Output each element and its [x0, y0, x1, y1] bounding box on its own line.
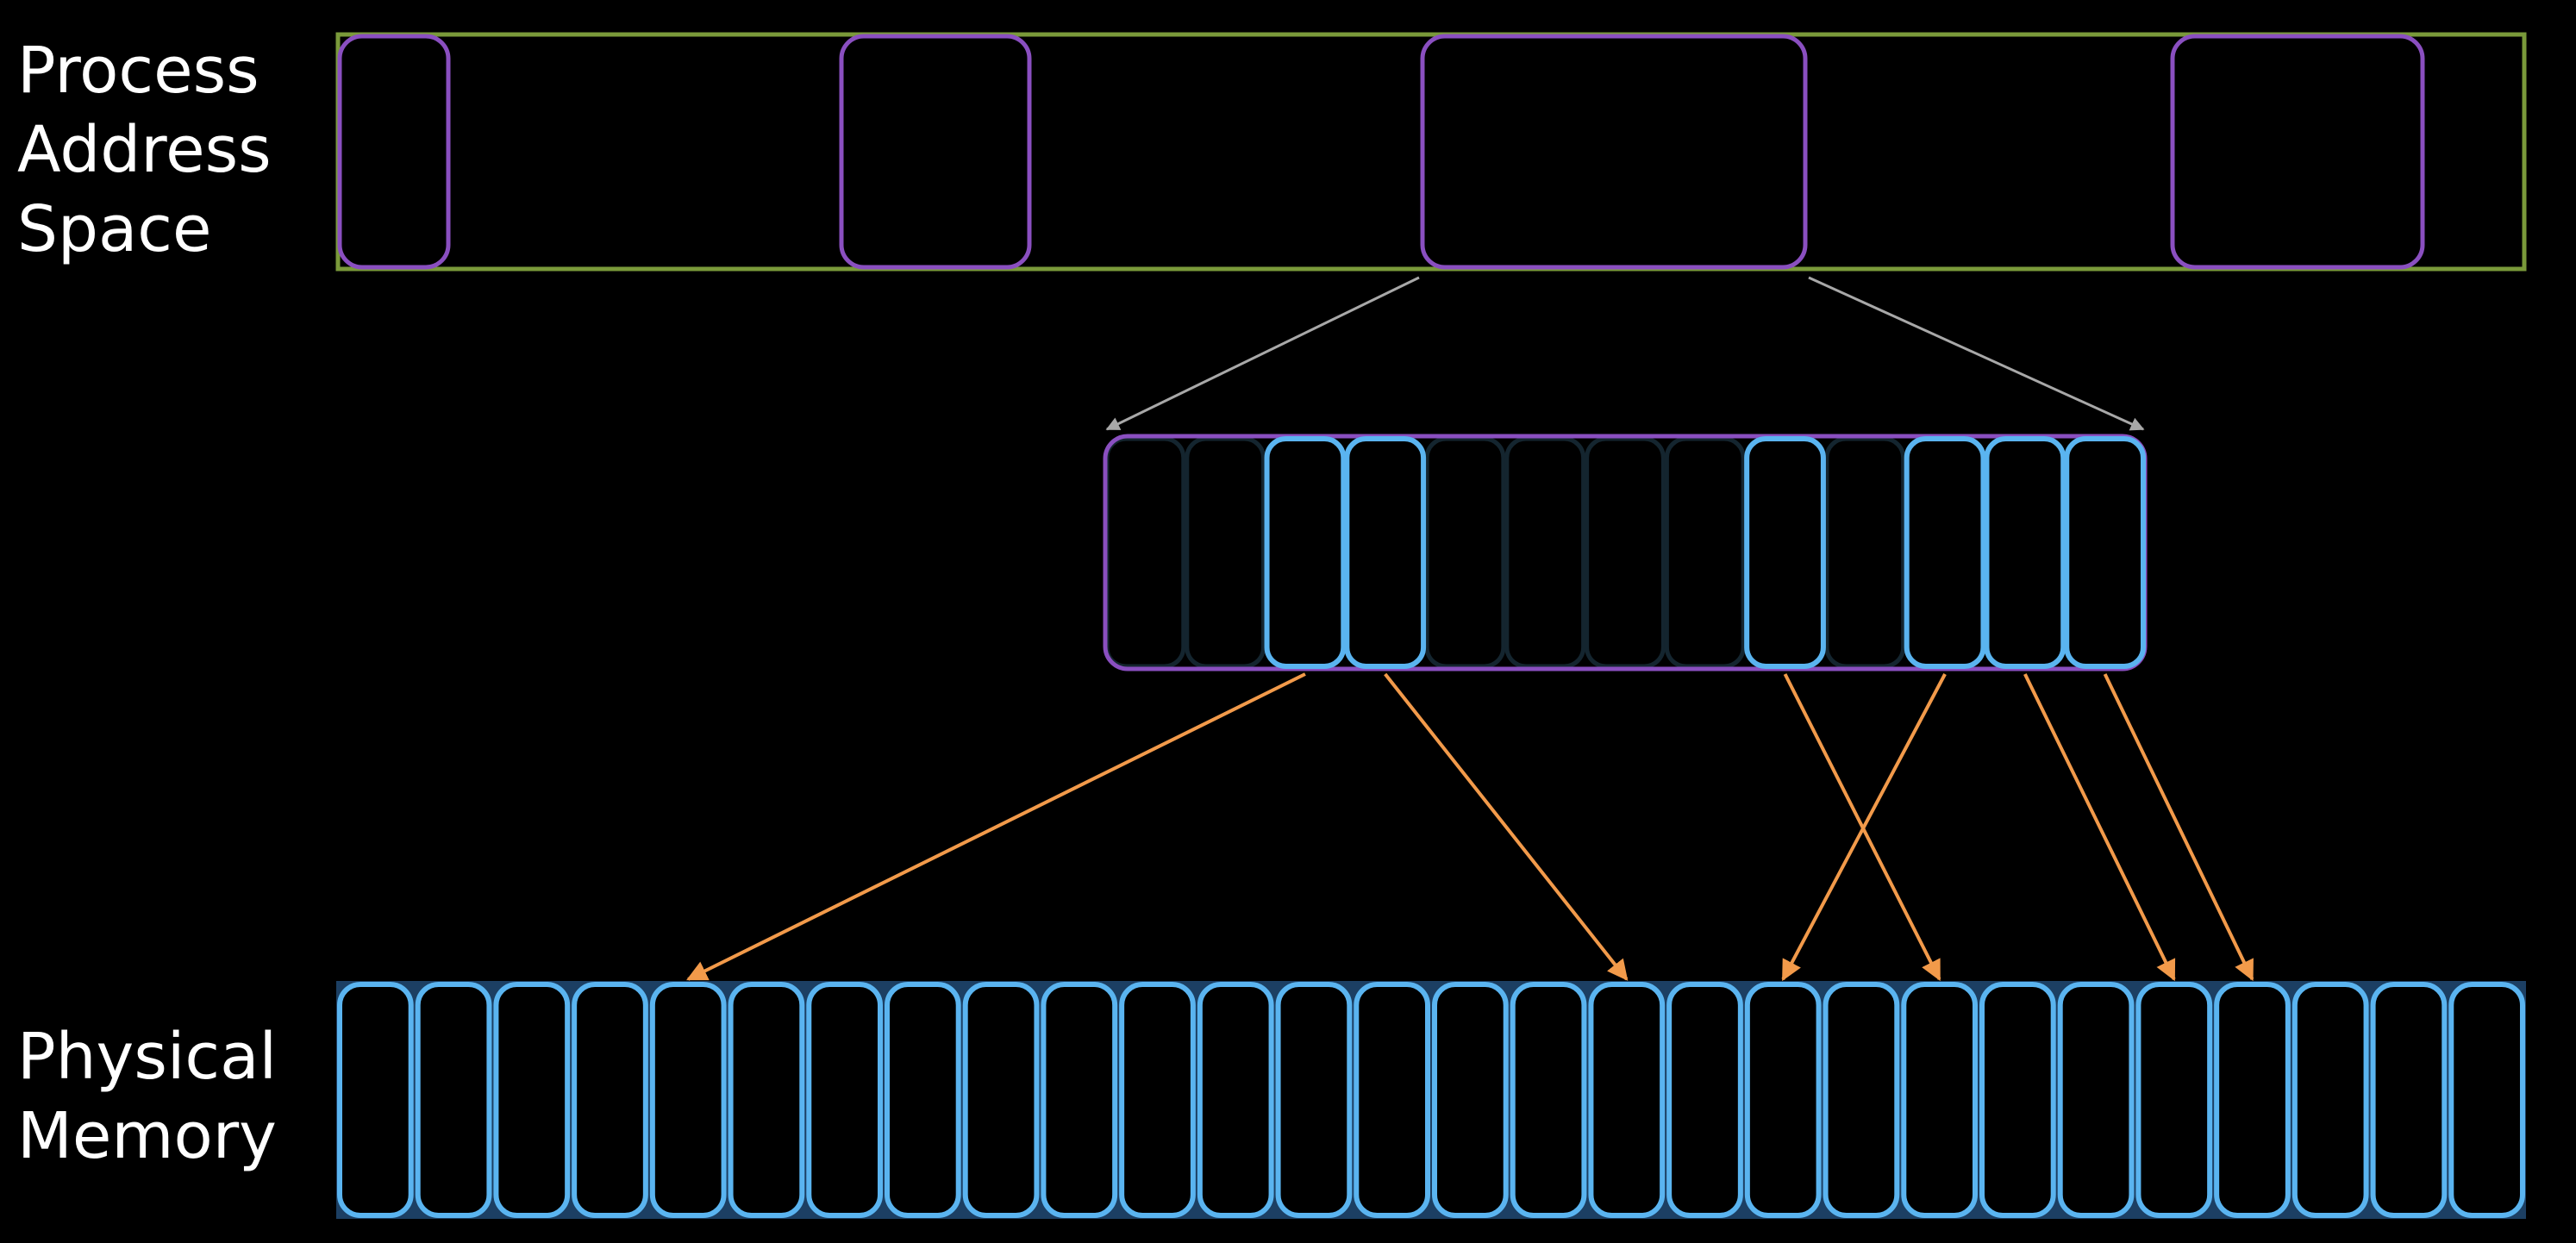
physical-page — [2292, 982, 2369, 1218]
physical-page — [1510, 982, 1587, 1218]
virtual-page — [1104, 436, 1186, 669]
physical-page — [1432, 982, 1509, 1218]
physical-page — [337, 982, 414, 1218]
resident-virtual-page — [1904, 436, 1986, 669]
page-mapping-arrow — [2103, 673, 2254, 982]
zoom-arrow-right — [1808, 276, 2145, 431]
physical-page — [493, 982, 571, 1218]
physical-page — [1119, 982, 1196, 1218]
page-mapping-arrow — [686, 672, 1306, 981]
physical-page — [649, 982, 727, 1218]
physical-page — [1588, 982, 1666, 1218]
physical-page — [885, 982, 961, 1218]
physical-page — [2448, 982, 2525, 1218]
physical-page — [1197, 982, 1274, 1218]
virtual-page — [1585, 436, 1666, 669]
resident-virtual-page — [2064, 436, 2146, 669]
resident-virtual-page — [1344, 436, 1427, 669]
virtual-page — [1504, 436, 1586, 669]
resident-virtual-page — [1264, 436, 1347, 669]
physical-page — [572, 982, 648, 1218]
memory-region — [839, 34, 1032, 270]
physical-memory-label: Physical Memory — [17, 1020, 278, 1173]
memory-region — [2170, 34, 2425, 270]
physical-page — [1744, 982, 1822, 1218]
physical-page — [1041, 982, 1118, 1218]
page-mapping-arrow — [1781, 673, 1947, 982]
virtual-page — [1424, 436, 1506, 669]
virtual-page — [1824, 436, 1906, 669]
zoom-arrow-left — [1105, 276, 1420, 431]
process-address-space-label: Process Address Space — [17, 34, 272, 266]
page-mapping-arrow — [1384, 672, 1629, 981]
virtual-page — [1185, 436, 1266, 669]
physical-page — [2057, 982, 2135, 1218]
physical-page — [806, 982, 883, 1218]
physical-page — [2135, 982, 2213, 1218]
physical-page — [728, 982, 805, 1218]
physical-page — [415, 982, 492, 1218]
physical-page — [2370, 982, 2448, 1218]
physical-page — [1354, 982, 1431, 1218]
physical-page — [1901, 982, 1978, 1218]
memory-region — [1420, 34, 1808, 270]
physical-page — [1666, 982, 1743, 1218]
physical-page — [1275, 982, 1353, 1218]
physical-page — [962, 982, 1040, 1218]
resident-virtual-page — [1744, 436, 1826, 669]
address-space-bar — [335, 32, 2527, 272]
physical-page — [1979, 982, 2056, 1218]
page-mapping-arrow — [2023, 673, 2176, 982]
memory-region — [337, 34, 451, 270]
physical-page — [2214, 982, 2291, 1218]
virtual-page — [1664, 436, 1746, 669]
resident-virtual-page — [1984, 436, 2066, 669]
physical-page — [1823, 982, 1900, 1218]
